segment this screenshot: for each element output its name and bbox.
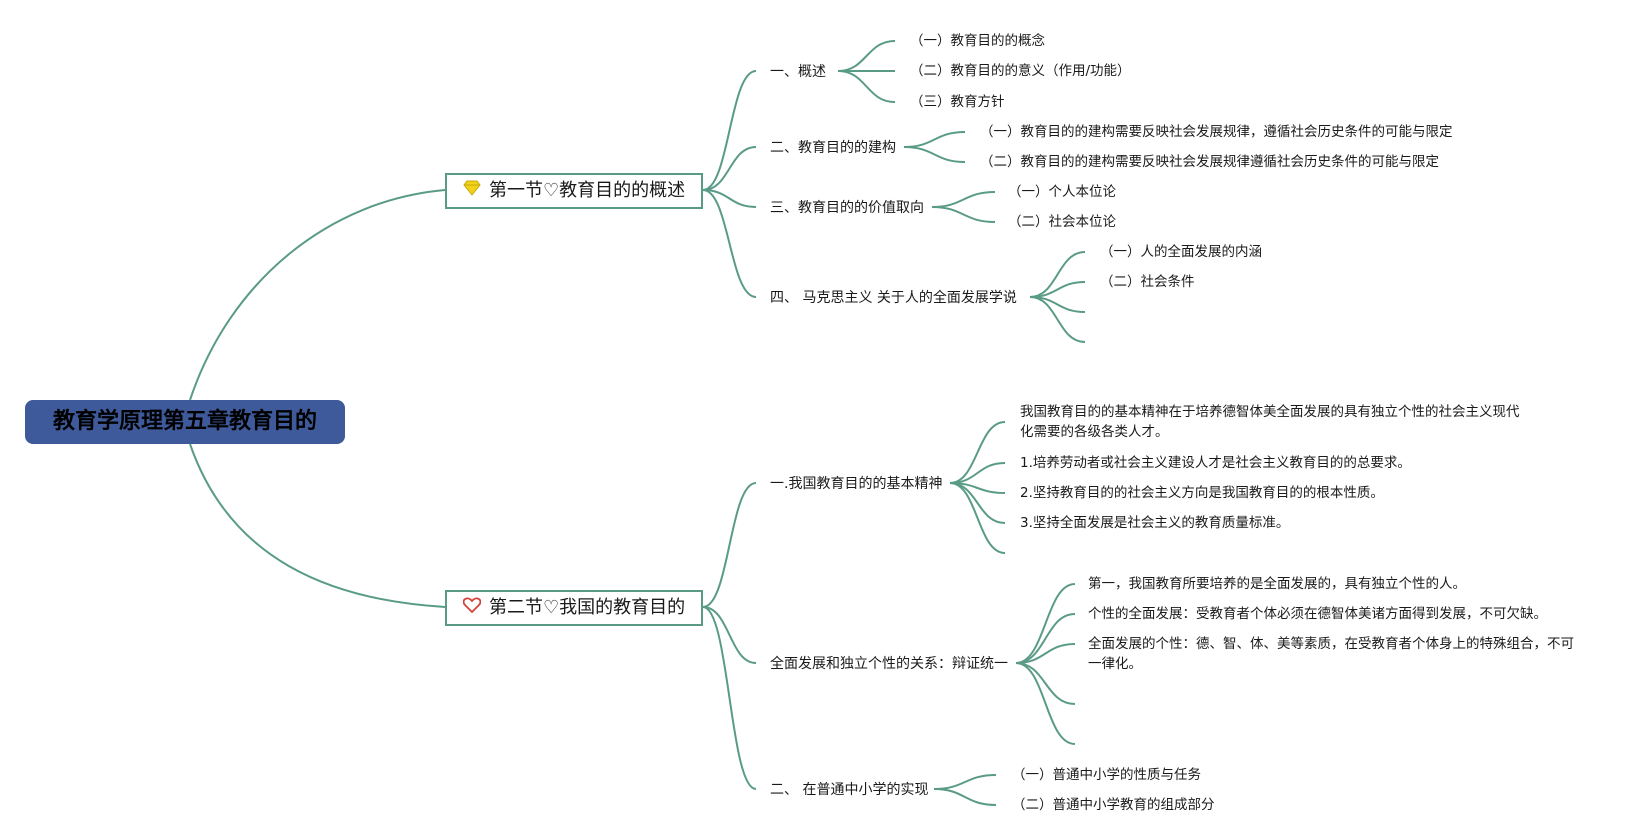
leaf-item[interactable]: （一）普通中小学的性质与任务 — [1012, 767, 1201, 783]
section-1-title: 第一节♡教育目的的概述 — [489, 180, 686, 201]
root-to-section-1-link — [189, 189, 446, 401]
topic-2-leaf-link — [903, 131, 966, 148]
leaf-item[interactable]: （二）普通中小学教育的组成部分 — [1012, 797, 1215, 813]
topic-7-leaf-link — [933, 774, 997, 790]
leaf-item[interactable]: （一）教育目的的概念 — [910, 33, 1045, 49]
topic-4-leaf-link — [1029, 296, 1086, 343]
section-1-topic-link — [702, 70, 757, 191]
section-1-node[interactable]: 第一节♡教育目的的概述 — [445, 173, 703, 209]
topic-6-leaf-link — [1015, 662, 1076, 705]
leaf-item[interactable]: 2.坚持教育目的的社会主义方向是我国教育目的的根本性质。 — [1020, 485, 1384, 501]
topic-7-leaf-link — [933, 788, 997, 806]
leaf-item[interactable]: 第一，我国教育所要培养的是全面发展的，具有独立个性的人。 — [1088, 576, 1466, 592]
topic-dialectical-unity[interactable]: 全面发展和独立个性的关系：辩证统一 — [770, 656, 1008, 672]
section-1-topic-link — [702, 189, 757, 298]
leaf-item[interactable]: 我国教育目的的基本精神在于培养德智体美全面发展的具有独立个性的社会主义现代化需要… — [1020, 404, 1520, 440]
section-1-topic-link — [702, 189, 757, 208]
topic-basic-spirit[interactable]: 一.我国教育目的的基本精神 — [770, 476, 943, 492]
leaf-item[interactable]: （三）教育方针 — [910, 94, 1005, 110]
leaf-item[interactable]: 个性的全面发展：受教育者个体必须在德智体美诸方面得到发展，不可欠缺。 — [1088, 606, 1547, 622]
topic-6-leaf-link — [1015, 613, 1076, 664]
leaf-item[interactable]: 1.培养劳动者或社会主义建设人才是社会主义教育目的的总要求。 — [1020, 455, 1411, 471]
root-topic[interactable]: 教育学原理第五章教育目的 — [25, 400, 345, 444]
leaf-item[interactable]: 全面发展的个性：德、智、体、美等素质，在受教育者个体身上的特殊组合，不可一律化。 — [1088, 636, 1574, 672]
topic-marxism[interactable]: 四、 马克思主义 关于人的全面发展学说 — [770, 290, 1017, 306]
topic-construction[interactable]: 二、教育目的的建构 — [770, 140, 896, 156]
leaf-item[interactable]: 3.坚持全面发展是社会主义的教育质量标准。 — [1020, 515, 1290, 531]
topic-1-leaf-link — [837, 70, 896, 103]
topic-overview[interactable]: 一、概述 — [770, 64, 826, 80]
topic-6-leaf-link — [1015, 643, 1076, 664]
leaf-item[interactable]: （二）社会本位论 — [1008, 214, 1116, 230]
topic-6-leaf-link — [1015, 662, 1076, 745]
topic-5-leaf-link — [949, 421, 1006, 484]
leaf-item[interactable]: （一）个人本位论 — [1008, 184, 1116, 200]
heart-icon — [461, 592, 483, 624]
section-1-topic-link — [702, 146, 757, 191]
section-2-topic-link — [702, 482, 757, 608]
topic-value-orientation[interactable]: 三、教育目的的价值取向 — [770, 200, 924, 216]
section-2-title: 第二节♡我国的教育目的 — [489, 597, 686, 618]
section-2-topic-link — [702, 606, 757, 664]
leaf-item[interactable]: （一）教育目的的建构需要反映社会发展规律，遵循社会历史条件的可能与限定 — [980, 124, 1453, 140]
section-2-topic-link — [702, 606, 757, 790]
root-to-section-2-link — [189, 443, 446, 608]
topic-3-leaf-link — [931, 191, 996, 208]
leaf-item[interactable]: （一）人的全面发展的内涵 — [1100, 244, 1262, 260]
topic-5-leaf-link — [949, 482, 1006, 554]
leaf-item[interactable]: （二）教育目的的建构需要反映社会发展规律遵循社会历史条件的可能与限定 — [980, 154, 1439, 170]
leaf-item[interactable]: （二）教育目的的意义（作用/功能） — [910, 63, 1131, 79]
topic-implementation[interactable]: 二、 在普通中小学的实现 — [770, 782, 929, 798]
diamond-icon — [461, 175, 483, 207]
topic-6-leaf-link — [1015, 583, 1076, 664]
topic-2-leaf-link — [903, 146, 966, 163]
topic-3-leaf-link — [931, 206, 996, 223]
leaf-item[interactable]: （二）社会条件 — [1100, 274, 1195, 290]
section-2-node[interactable]: 第二节♡我国的教育目的 — [445, 590, 703, 626]
topic-1-leaf-link — [837, 40, 896, 72]
